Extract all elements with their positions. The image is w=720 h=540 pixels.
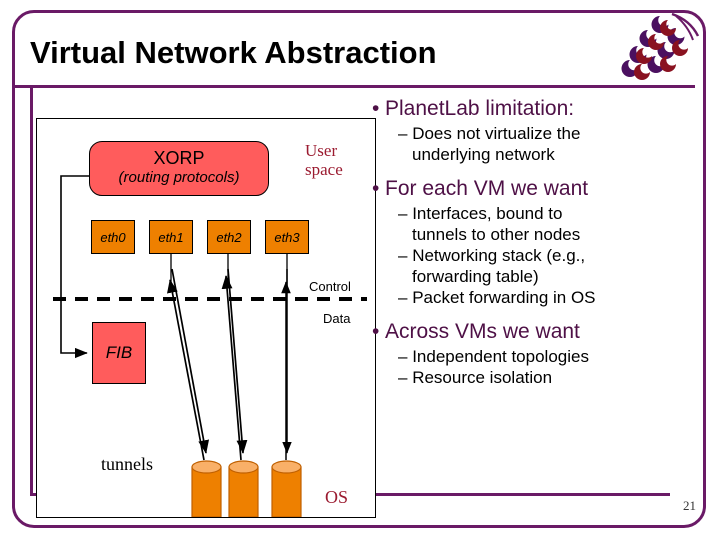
virtual-network-diagram: XORP (routing protocols) eth0 eth1 eth2 … [36, 118, 376, 518]
bullet-level2-item: – Packet forwarding in OS [398, 287, 694, 308]
bullet-level2-item-cont: tunnels to other nodes [398, 224, 694, 245]
bullet-level2-text: underlying network [412, 145, 555, 164]
bullet-marker-icon: • [372, 97, 380, 120]
bullet-dash-icon: – [398, 124, 408, 143]
frame-inner-vertical-rule [30, 86, 33, 496]
bullet-level2-item-cont: forwarding table) [398, 266, 694, 287]
page-title: Virtual Network Abstraction [30, 35, 437, 70]
diagram-connectors [53, 175, 367, 517]
bullet-level1-text: For each VM we want [385, 177, 589, 200]
bullet-level2-text: tunnels to other nodes [412, 225, 581, 244]
os-label: OS [325, 487, 349, 507]
bullet-level2-item: – Independent topologies [398, 346, 694, 367]
data-plane-label: Data [323, 311, 351, 326]
interface-box-eth3: eth3 [265, 220, 309, 254]
title-divider-rule [15, 85, 695, 88]
user-space-label: User space [305, 141, 375, 179]
xorp-subtitle: (routing protocols) [118, 169, 240, 186]
bullet-level2-text: Networking stack (e.g., [412, 246, 586, 265]
bullet-level2-item: – Networking stack (e.g., [398, 245, 694, 266]
bullet-dash-icon: – [398, 246, 408, 265]
page-number: 21 [683, 498, 696, 513]
interface-box-eth2: eth2 [207, 220, 251, 254]
user-space-label-line2: space [305, 160, 343, 179]
bullet-level1-text: PlanetLab limitation: [385, 97, 575, 120]
bullet-level2-text: Does not virtualize the [412, 124, 581, 143]
bullet-level1-planetlab-limitation: •PlanetLab limitation: [372, 96, 694, 121]
bullet-list: •PlanetLab limitation: – Does not virtua… [372, 96, 694, 388]
bullet-level1-across-vms: •Across VMs we want [372, 319, 694, 344]
bullet-level2-item: – Resource isolation [398, 367, 694, 388]
bullet-group-spacer [372, 165, 694, 176]
bullet-level1-for-each-vm: •For each VM we want [372, 176, 694, 201]
bullet-level2-text: Independent topologies [412, 347, 589, 366]
tunnels-label: tunnels [101, 454, 153, 474]
control-plane-label: Control [309, 279, 351, 294]
grape-cluster-icon [614, 6, 710, 86]
bullet-dash-icon: – [398, 347, 408, 366]
bullet-level2-text: Resource isolation [412, 368, 553, 387]
bullet-level2-item: – Does not virtualize the [398, 123, 694, 144]
interface-box-eth1: eth1 [149, 220, 193, 254]
bullet-marker-icon: • [372, 320, 380, 343]
bullet-level1-text: Across VMs we want [385, 320, 580, 343]
bullet-dash-icon: – [398, 204, 408, 223]
bullet-level2-item: – Interfaces, bound to [398, 203, 694, 224]
fib-box: FIB [92, 322, 146, 384]
bullet-level2-text: Interfaces, bound to [412, 204, 563, 223]
xorp-title: XORP [153, 148, 205, 168]
interface-box-eth0: eth0 [91, 220, 135, 254]
bullet-level2-text: forwarding table) [412, 267, 539, 286]
bullet-level2-text: Packet forwarding in OS [412, 288, 596, 307]
bullet-level2-item-cont: underlying network [398, 144, 694, 165]
bullet-group-spacer [372, 308, 694, 319]
xorp-box: XORP (routing protocols) [89, 141, 269, 196]
bullet-dash-icon: – [398, 368, 408, 387]
bullet-dash-icon: – [398, 288, 408, 307]
bullet-marker-icon: • [372, 177, 380, 200]
user-space-label-line1: User [305, 141, 338, 160]
